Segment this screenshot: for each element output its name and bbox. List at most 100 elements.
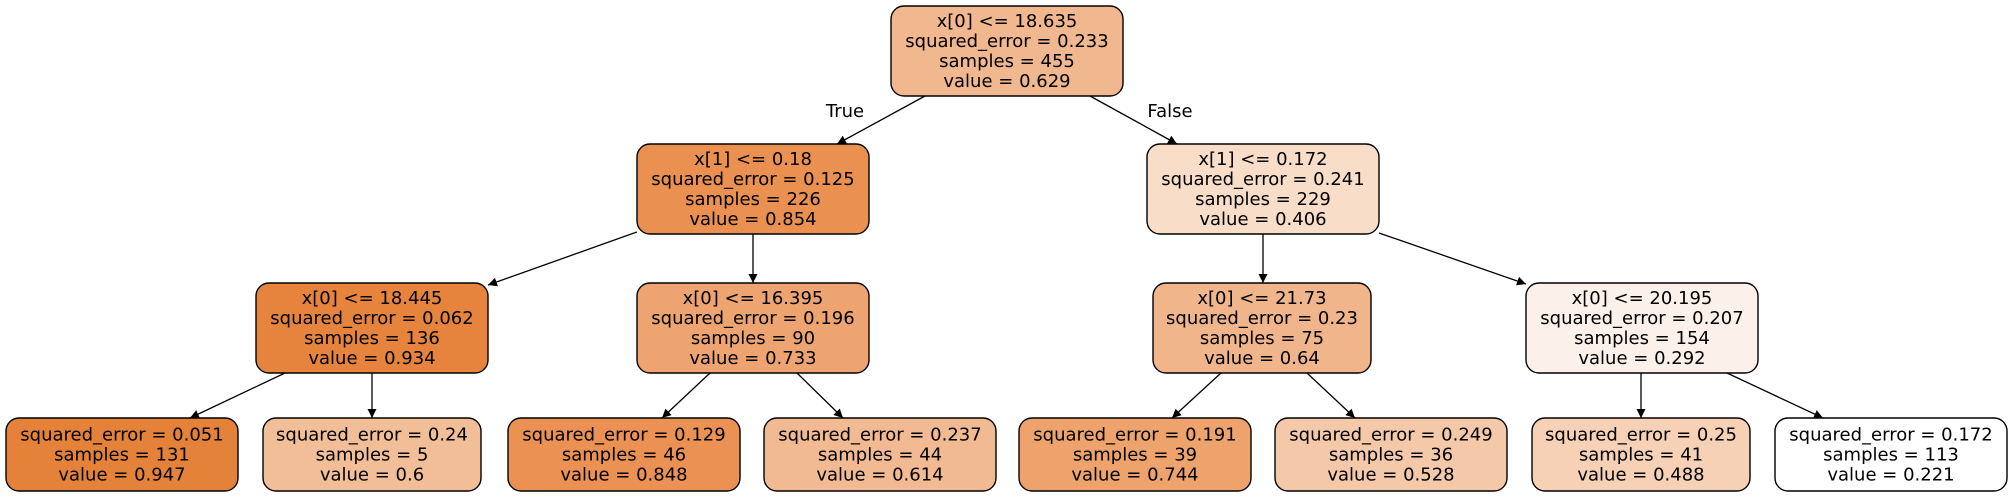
node-text-line: samples = 90 <box>691 328 815 349</box>
node-text-line: value = 0.733 <box>689 348 816 369</box>
edge-arrow <box>1378 232 1527 286</box>
node-text-line: samples = 455 <box>939 51 1075 72</box>
node-box <box>1018 417 1252 492</box>
edge-arrow <box>487 231 638 287</box>
node-text-line: squared_error = 0.051 <box>20 425 223 446</box>
node-text-line: value = 0.406 <box>1199 209 1326 230</box>
node-text-line: squared_error = 0.24 <box>276 425 468 446</box>
node-text-line: value = 0.848 <box>560 465 687 486</box>
node-text-line: samples = 5 <box>316 445 429 466</box>
node-text-line: x[0] <= 18.445 <box>302 288 443 309</box>
edge-label-true: True <box>825 101 864 122</box>
edge-n1-n2 <box>487 231 638 287</box>
node-box <box>1146 143 1380 235</box>
node-box <box>890 5 1124 97</box>
node-text-line: x[1] <= 0.172 <box>1198 149 1327 170</box>
node-text-line: value = 0.947 <box>58 465 185 486</box>
edge-arrow <box>661 372 711 419</box>
edge-n8-n12 <box>1378 232 1527 286</box>
node-text-line: samples = 154 <box>1574 328 1710 349</box>
edge-arrow <box>1306 372 1356 419</box>
edge-n5-n7 <box>796 372 844 419</box>
node-box <box>507 417 741 492</box>
node-text-line: value = 0.64 <box>1204 348 1320 369</box>
edge-arrow <box>189 372 286 419</box>
node-text-line: squared_error = 0.241 <box>1161 169 1364 190</box>
edge-n2-n3 <box>189 372 286 419</box>
node-text-line: squared_error = 0.191 <box>1033 425 1236 446</box>
node-text-line: samples = 75 <box>1200 328 1324 349</box>
node-box <box>1152 282 1372 374</box>
node-text-line: value = 0.6 <box>320 465 424 486</box>
edge-arrow <box>1089 95 1178 145</box>
node-text-line: samples = 113 <box>1823 445 1959 466</box>
node-text-line: value = 0.292 <box>1578 348 1705 369</box>
node-text-line: squared_error = 0.23 <box>1166 308 1358 329</box>
node-text-line: squared_error = 0.233 <box>905 31 1108 52</box>
node-box <box>1525 282 1759 374</box>
node-text-line: samples = 46 <box>562 445 686 466</box>
edge-n9-n11 <box>1306 372 1356 419</box>
node-text-line: samples = 226 <box>685 189 821 210</box>
edge-arrow <box>1171 372 1222 419</box>
node-text-line: samples = 41 <box>1579 445 1703 466</box>
node-text-line: value = 0.744 <box>1071 465 1198 486</box>
edge-n9-n10 <box>1171 372 1222 419</box>
node-text-line: value = 0.488 <box>1577 465 1704 486</box>
node-text-line: squared_error = 0.196 <box>651 308 854 329</box>
node-text-line: squared_error = 0.062 <box>270 308 473 329</box>
node-text-line: x[0] <= 20.195 <box>1572 288 1713 309</box>
edge-arrow <box>1726 372 1824 419</box>
node-box <box>636 282 870 374</box>
node-text-line: value = 0.221 <box>1827 465 1954 486</box>
edge-n5-n6 <box>661 372 711 419</box>
node-text-line: samples = 39 <box>1073 445 1197 466</box>
node-text-line: value = 0.629 <box>943 71 1070 92</box>
node-text-line: x[1] <= 0.18 <box>694 149 812 170</box>
edge-n0-n1: True <box>825 95 926 145</box>
node-box <box>636 143 870 235</box>
node-text-line: samples = 44 <box>818 445 942 466</box>
node-box <box>1774 417 2008 492</box>
node-box <box>1274 417 1508 492</box>
node-text-line: value = 0.614 <box>816 465 943 486</box>
node-text-line: value = 0.528 <box>1327 465 1454 486</box>
node-text-line: x[0] <= 16.395 <box>683 288 824 309</box>
node-box <box>255 282 489 374</box>
node-text-line: x[0] <= 18.635 <box>937 11 1078 32</box>
node-text-line: squared_error = 0.237 <box>778 425 981 446</box>
node-text-line: samples = 131 <box>54 445 190 466</box>
node-box <box>262 417 482 492</box>
edge-n0-n8: False <box>1089 95 1193 145</box>
node-text-line: squared_error = 0.172 <box>1789 425 1992 446</box>
node-text-line: samples = 136 <box>304 328 440 349</box>
edge-arrow <box>836 95 926 145</box>
edge-label-false: False <box>1147 101 1192 122</box>
node-text-line: value = 0.854 <box>689 209 816 230</box>
node-text-line: squared_error = 0.129 <box>522 425 725 446</box>
tree-edges: True False <box>189 95 1824 419</box>
edge-arrow <box>796 372 844 419</box>
node-text-line: squared_error = 0.25 <box>1545 425 1737 446</box>
node-text-line: squared_error = 0.207 <box>1540 308 1743 329</box>
node-text-line: samples = 229 <box>1195 189 1331 210</box>
node-box <box>5 417 239 492</box>
node-text-line: value = 0.934 <box>308 348 435 369</box>
